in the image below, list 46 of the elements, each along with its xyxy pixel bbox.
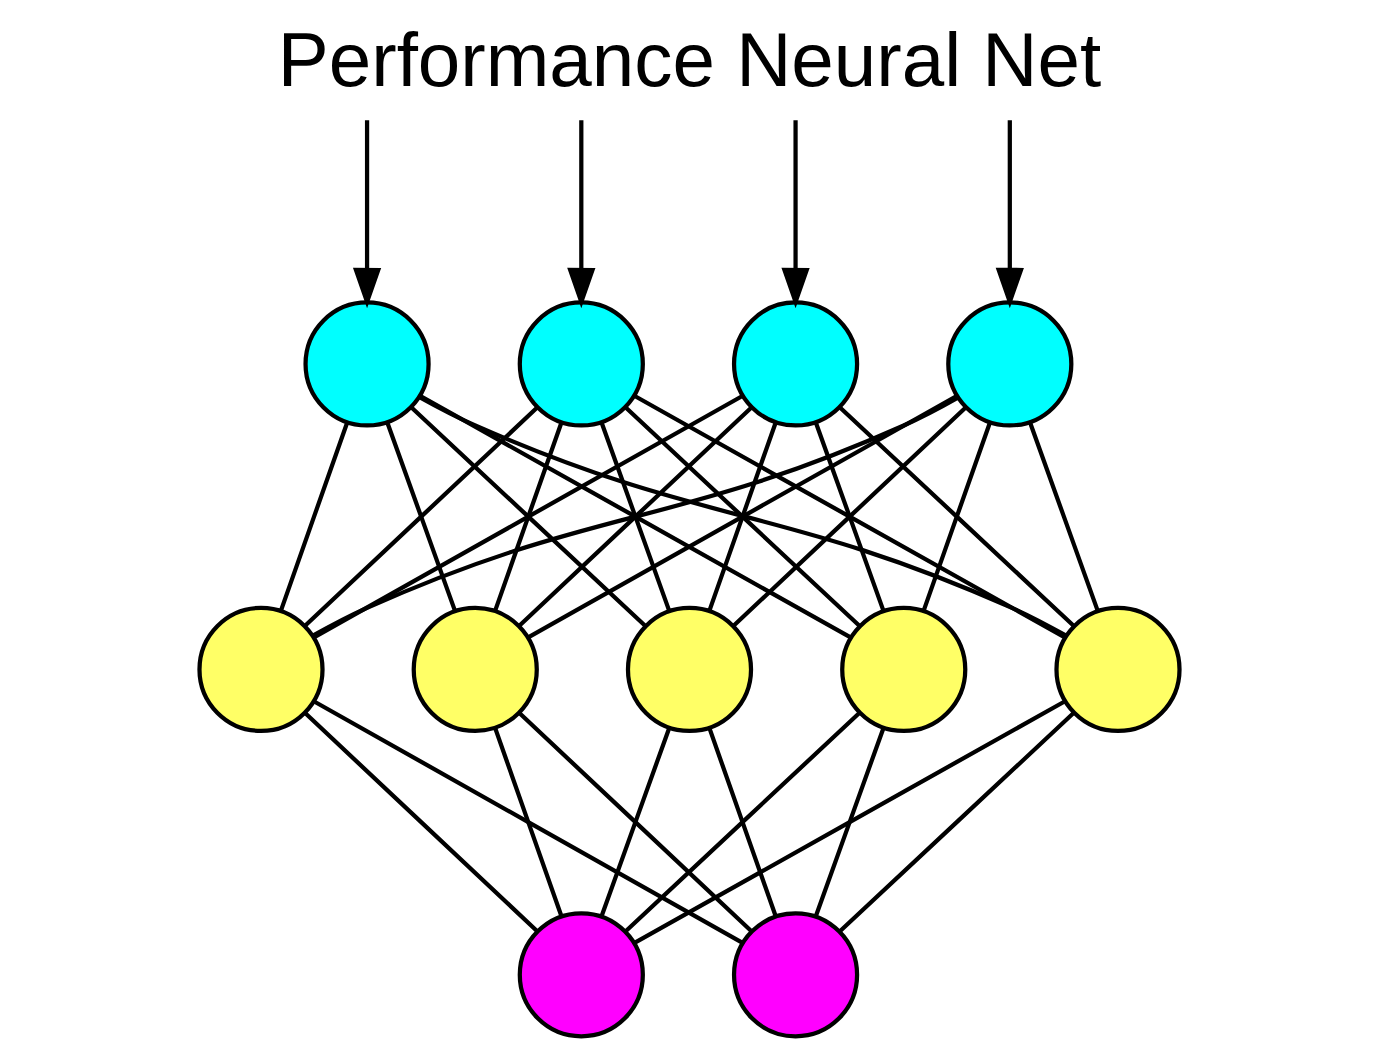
connector [624, 405, 861, 628]
arrow [352, 120, 382, 309]
connector [385, 422, 457, 612]
node-circle [625, 605, 754, 734]
connector [707, 727, 778, 918]
connector [303, 711, 539, 933]
node-circle [197, 605, 325, 734]
connector [517, 711, 753, 933]
connector [409, 405, 647, 628]
connector [313, 699, 744, 945]
connector [813, 422, 886, 612]
connector [493, 422, 564, 612]
arrow [995, 120, 1024, 309]
connector [633, 699, 1066, 945]
diagram-title: Performance Neural Net [277, 17, 1102, 103]
node-circle [517, 300, 645, 428]
connector [599, 727, 672, 918]
node-circle [731, 300, 860, 428]
connector [1028, 422, 1100, 612]
node-circle [303, 300, 431, 428]
node-circle [946, 300, 1074, 428]
connector [518, 405, 754, 628]
connector [624, 711, 862, 933]
connector [838, 711, 1076, 933]
connector [921, 422, 992, 612]
connector [732, 405, 968, 628]
connector [278, 422, 350, 612]
node-circle [411, 605, 539, 734]
arrow [567, 120, 596, 309]
connector [312, 394, 744, 640]
connector [599, 422, 672, 612]
connector [311, 395, 959, 638]
node-circle [517, 911, 645, 1039]
connector [633, 394, 1066, 640]
connector [527, 394, 958, 640]
connector [303, 405, 539, 628]
connector [707, 422, 778, 612]
connector [493, 727, 564, 918]
node-circle [1054, 605, 1182, 734]
connector [813, 727, 886, 918]
arrow [781, 120, 810, 309]
connector [419, 394, 852, 640]
node-circle [840, 605, 968, 734]
connector [838, 405, 1075, 628]
connector [418, 395, 1068, 638]
node-circle [731, 911, 860, 1039]
